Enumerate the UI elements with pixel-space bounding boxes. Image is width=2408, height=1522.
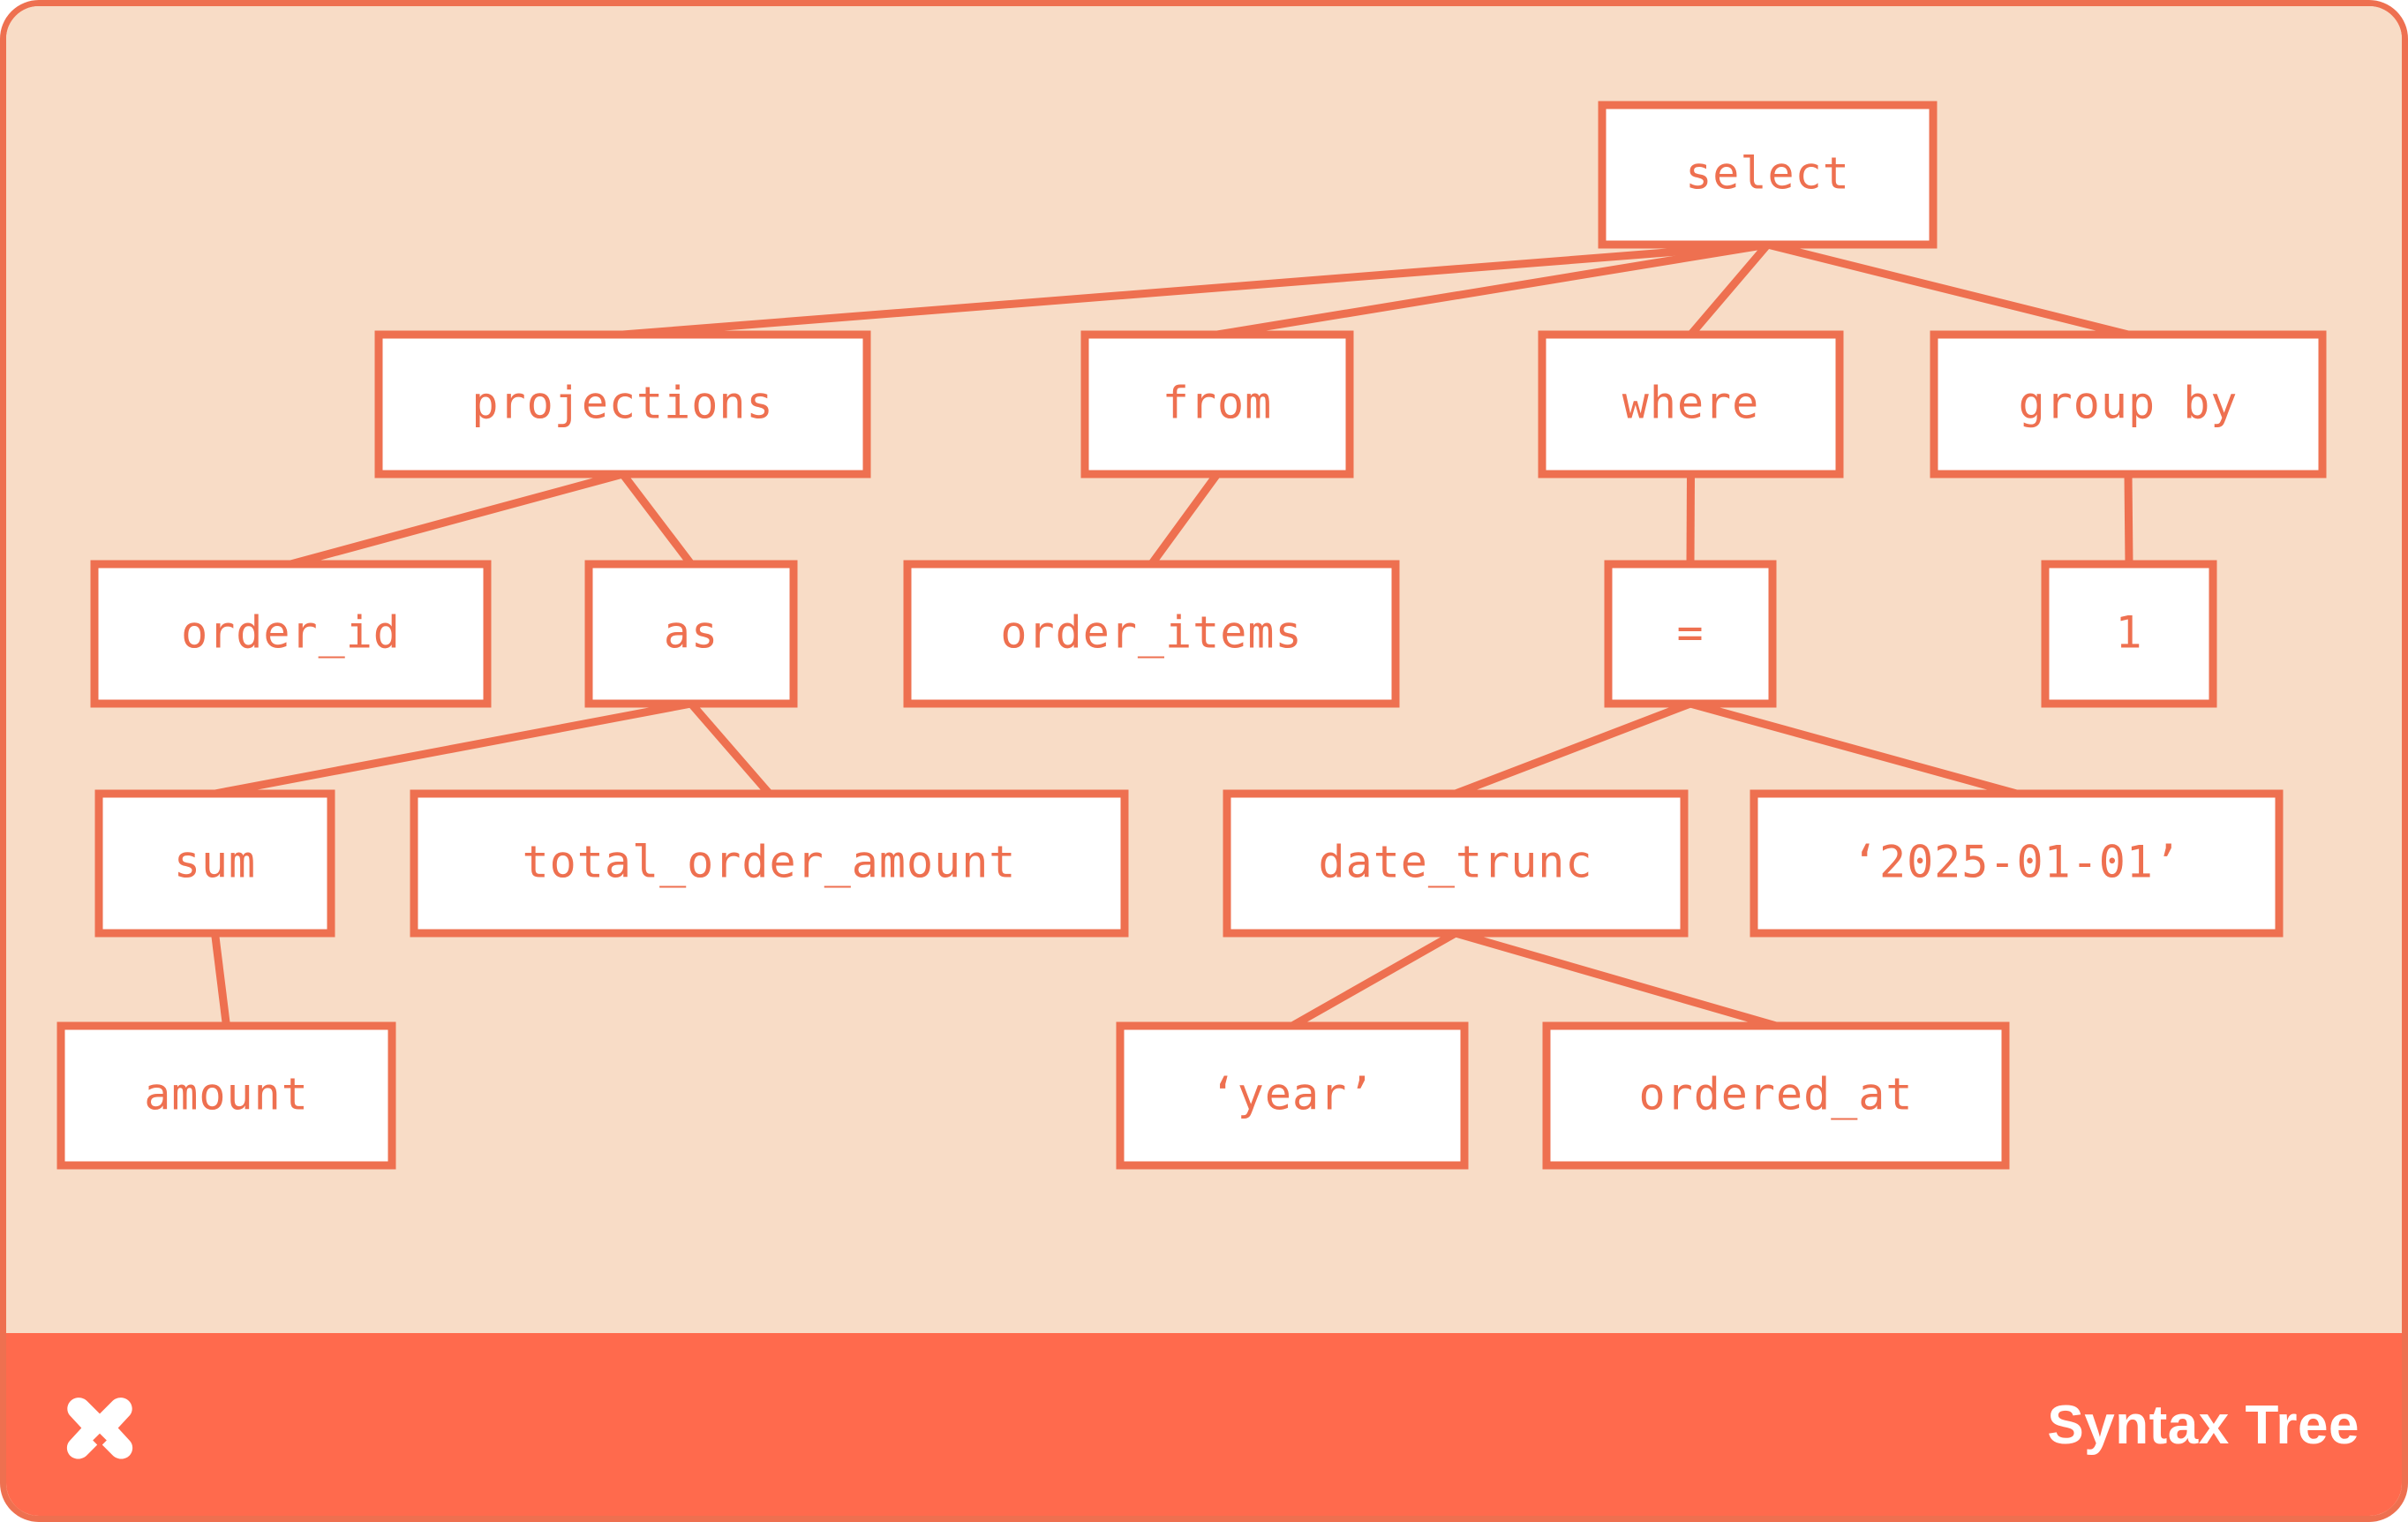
tree-edge-where-to-eq	[1686, 473, 1695, 565]
tree-edge-select-to-groupby	[1766, 240, 2130, 339]
tree-node-box-sum	[94, 789, 335, 938]
tree-node-box-total_order_amount	[410, 789, 1129, 938]
brand-x-star-logo	[66, 1398, 133, 1459]
tree-edge-projections-to-as	[619, 471, 695, 567]
tree-node-box-ordered_at	[1542, 1021, 2010, 1170]
tree-node-select[interactable]: select	[1598, 101, 1938, 249]
tree-node-label-sum: sum	[174, 837, 256, 888]
tree-node-label-date_trunc: date_trunc	[1318, 837, 1592, 888]
tree-node-box-order_items	[903, 560, 1400, 708]
tree-node-label-order_id: order_id	[181, 607, 401, 659]
tree-node-sum[interactable]: sum	[94, 789, 335, 938]
tree-edge-sum-to-amount	[211, 932, 230, 1027]
tree-node-date_trunc[interactable]: date_trunc	[1223, 789, 1689, 938]
diagram-canvas: select projections from where group by order_…	[6, 6, 2402, 1333]
tree-edge-from-to-order_items	[1148, 471, 1221, 567]
tree-node-total_order_amount[interactable]: total_order_amount	[410, 789, 1129, 938]
tree-node-label-amount: amount	[144, 1069, 309, 1120]
tree-node-from[interactable]: from	[1080, 330, 1354, 478]
tree-node-projections[interactable]: projections	[374, 330, 871, 478]
tree-node-box-date_trunc	[1223, 789, 1689, 938]
tree-node-label-order_items: order_items	[1000, 607, 1302, 659]
tree-node-box-eq	[1604, 560, 1777, 708]
tree-node-order_items[interactable]: order_items	[903, 560, 1400, 708]
edges-group	[211, 240, 2133, 1030]
tree-edge-eq-to-date_trunc	[1454, 699, 1692, 798]
tree-node-date_literal[interactable]: ‘2025-01-01’	[1750, 789, 2284, 938]
tree-node-order_id[interactable]: order_id	[90, 560, 492, 708]
tree-edge-select-to-where	[1688, 242, 1771, 337]
footer-title: Syntax Tree	[2047, 1395, 2359, 1456]
tree-node-box-where	[1538, 330, 1844, 478]
footer-bar: Syntax Tree	[6, 1333, 2402, 1516]
tree-node-box-order_id	[90, 560, 492, 708]
tree-node-box-as	[584, 560, 798, 708]
tree-node-box-year_literal	[1116, 1021, 1469, 1170]
tree-node-label-where: where	[1622, 378, 1760, 429]
tree-node-label-eq: =	[1676, 607, 1704, 659]
tree-node-box-amount	[56, 1021, 396, 1170]
tree-node-label-ordered_at: ordered_at	[1638, 1069, 1913, 1120]
tree-node-label-from: from	[1163, 378, 1272, 429]
tree-node-year_literal[interactable]: ‘year’	[1116, 1021, 1469, 1170]
tree-node-label-date_literal: ‘2025-01-01’	[1852, 837, 2181, 888]
tree-edge-groupby-to-one	[2124, 473, 2133, 565]
tree-node-label-one: 1	[2115, 607, 2142, 659]
tree-edge-as-to-total_order_amount	[688, 701, 772, 796]
tree-node-as[interactable]: as	[584, 560, 798, 708]
tree-node-eq[interactable]: =	[1604, 560, 1777, 708]
tree-node-box-select	[1598, 101, 1938, 249]
tree-node-label-year_literal: ‘year’	[1210, 1069, 1375, 1120]
tree-node-label-projections: projections	[471, 378, 773, 429]
tree-node-box-projections	[374, 330, 871, 478]
tree-edge-date_trunc-to-ordered_at	[1454, 929, 1778, 1030]
tree-node-box-groupby	[1930, 330, 2327, 478]
tree-edge-date_trunc-to-year_literal	[1290, 930, 1458, 1029]
tree-node-box-date_literal	[1750, 789, 2284, 938]
tree-node-amount[interactable]: amount	[56, 1021, 396, 1170]
tree-edge-as-to-sum	[214, 699, 692, 798]
tree-node-label-select: select	[1685, 148, 1850, 200]
tree-edge-select-to-from	[1216, 240, 1769, 339]
syntax-tree-svg: select projections from where group by order_…	[56, 101, 2327, 1170]
tree-node-box-from	[1080, 330, 1354, 478]
tree-node-ordered_at[interactable]: ordered_at	[1542, 1021, 2010, 1170]
tree-node-box-one	[2041, 560, 2217, 708]
tree-node-label-as: as	[664, 607, 719, 659]
tree-edge-select-to-projections	[622, 240, 1768, 339]
tree-node-one[interactable]: 1	[2041, 560, 2217, 708]
tree-node-where[interactable]: where	[1538, 330, 1844, 478]
nodes-group: select projections from where group by order_…	[56, 101, 2327, 1170]
tree-node-label-groupby: group by	[2019, 378, 2239, 429]
tree-edge-projections-to-order_id	[290, 470, 624, 569]
tree-edge-eq-to-date_literal	[1689, 699, 2018, 798]
tree-node-label-total_order_amount: total_order_amount	[523, 837, 1017, 888]
tree-node-groupby[interactable]: group by	[1930, 330, 2327, 478]
